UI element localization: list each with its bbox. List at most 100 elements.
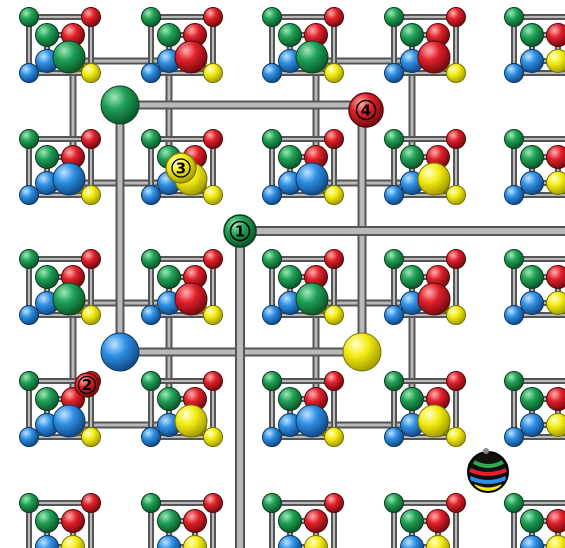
blue-ball[interactable] [20,64,39,83]
red-ball[interactable] [82,250,101,269]
blue-ball[interactable] [505,186,524,205]
green-ball[interactable] [505,130,524,149]
yellow-ball[interactable] [325,428,344,447]
yellow-ball[interactable] [447,64,466,83]
red-ball[interactable] [547,388,565,411]
yellow-ball[interactable] [447,186,466,205]
green-ball[interactable] [505,494,524,513]
blue-ball[interactable] [263,306,282,325]
blue-ball[interactable] [385,186,404,205]
red-ball[interactable] [325,250,344,269]
green-ball[interactable] [158,388,181,411]
blue-ball[interactable] [521,536,544,548]
blue-ball[interactable] [20,186,39,205]
green-ball[interactable] [296,283,328,315]
yellow-ball[interactable] [547,172,565,195]
yellow-ball[interactable] [343,333,381,371]
yellow-ball[interactable] [204,186,223,205]
red-ball[interactable] [447,494,466,513]
green-ball[interactable] [20,372,39,391]
green-ball[interactable] [279,510,302,533]
red-ball[interactable] [62,510,85,533]
marker-4[interactable]: 4 [349,93,383,127]
red-ball[interactable] [204,8,223,27]
red-ball[interactable] [184,510,207,533]
red-ball[interactable] [204,130,223,149]
green-ball[interactable] [53,283,85,315]
green-ball[interactable] [142,372,161,391]
green-ball[interactable] [20,8,39,27]
green-ball[interactable] [142,130,161,149]
green-ball[interactable] [401,266,424,289]
red-ball[interactable] [547,510,565,533]
green-ball[interactable] [385,494,404,513]
yellow-ball[interactable] [175,405,207,437]
green-ball[interactable] [505,8,524,27]
yellow-ball[interactable] [325,186,344,205]
green-ball[interactable] [158,510,181,533]
green-ball[interactable] [142,494,161,513]
blue-ball[interactable] [296,163,328,195]
blue-ball[interactable] [401,536,424,548]
marker-2[interactable]: 2 [75,373,99,397]
red-ball[interactable] [547,266,565,289]
red-ball[interactable] [418,283,450,315]
green-ball[interactable] [53,41,85,73]
green-ball[interactable] [20,130,39,149]
blue-ball[interactable] [263,64,282,83]
green-ball[interactable] [263,250,282,269]
yellow-ball[interactable] [184,536,207,548]
yellow-ball[interactable] [547,536,565,548]
yellow-ball[interactable] [418,405,450,437]
green-ball[interactable] [101,86,139,124]
red-ball[interactable] [325,372,344,391]
green-ball[interactable] [142,250,161,269]
green-ball[interactable] [36,24,59,47]
green-ball[interactable] [385,130,404,149]
green-ball[interactable] [401,510,424,533]
green-ball[interactable] [279,266,302,289]
green-ball[interactable] [158,266,181,289]
blue-ball[interactable] [505,428,524,447]
blue-ball[interactable] [521,292,544,315]
yellow-ball[interactable] [82,306,101,325]
marker-1[interactable]: 1 [224,215,256,247]
yellow-ball[interactable] [547,50,565,73]
blue-ball[interactable] [385,306,404,325]
green-ball[interactable] [158,24,181,47]
yellow-ball[interactable] [82,186,101,205]
red-ball[interactable] [447,372,466,391]
blue-ball[interactable] [296,405,328,437]
yellow-ball[interactable] [447,306,466,325]
yellow-ball[interactable] [305,536,328,548]
blue-ball[interactable] [142,428,161,447]
striped-sphere-logo-icon[interactable] [468,448,508,492]
green-ball[interactable] [505,250,524,269]
red-ball[interactable] [325,494,344,513]
red-ball[interactable] [305,510,328,533]
green-ball[interactable] [385,8,404,27]
red-ball[interactable] [204,250,223,269]
blue-ball[interactable] [20,306,39,325]
red-ball[interactable] [204,494,223,513]
blue-ball[interactable] [142,306,161,325]
blue-ball[interactable] [521,414,544,437]
blue-ball[interactable] [20,428,39,447]
blue-ball[interactable] [263,186,282,205]
green-ball[interactable] [385,250,404,269]
blue-ball[interactable] [142,64,161,83]
red-ball[interactable] [427,510,450,533]
red-ball[interactable] [325,8,344,27]
blue-ball[interactable] [53,405,85,437]
green-ball[interactable] [36,146,59,169]
green-ball[interactable] [401,24,424,47]
blue-ball[interactable] [101,333,139,371]
green-ball[interactable] [36,266,59,289]
red-ball[interactable] [82,494,101,513]
green-ball[interactable] [521,146,544,169]
green-ball[interactable] [521,24,544,47]
yellow-ball[interactable] [204,306,223,325]
green-ball[interactable] [20,250,39,269]
yellow-ball[interactable] [418,163,450,195]
green-ball[interactable] [521,266,544,289]
